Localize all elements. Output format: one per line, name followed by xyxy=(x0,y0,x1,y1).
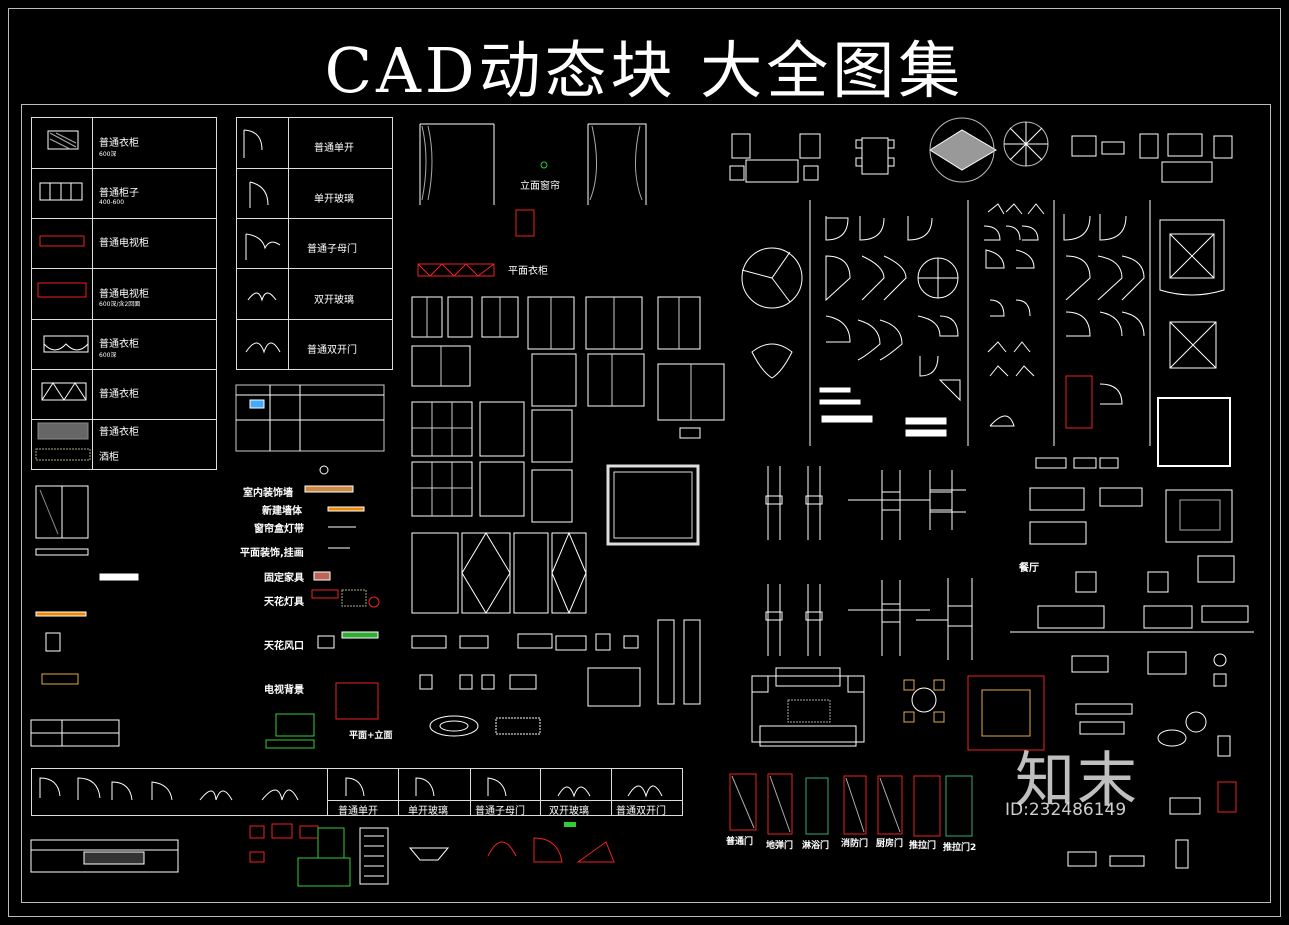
wardrobe-row-sub: 600深 xyxy=(99,352,117,359)
bottom-door-label: 普通双开门 xyxy=(616,806,666,817)
door-name: 淋浴门 xyxy=(802,841,830,851)
legend-label: 天花灯具 xyxy=(264,597,304,608)
door-row-label: 单开玻璃 xyxy=(314,194,354,205)
legend-label: 电视背景 xyxy=(264,685,304,696)
watermark-id: ID:232486149 xyxy=(1005,800,1127,820)
drawing-area xyxy=(21,104,1271,903)
legend-label: 平面装饰,挂画 xyxy=(240,548,304,559)
bathroom-fixtures xyxy=(411,633,641,737)
furniture-top xyxy=(729,117,1233,183)
door-row-label: 普通单开 xyxy=(314,143,354,154)
wardrobe-row-label: 普通衣柜 xyxy=(99,389,139,400)
bottom-door-label: 双开玻璃 xyxy=(549,806,589,817)
bottom-door-label: 普通单开 xyxy=(338,806,378,817)
legend-label: 新建墙体 xyxy=(262,506,302,517)
bottom-door-swings xyxy=(39,777,663,863)
page-title: CAD动态块 大全图集 xyxy=(324,34,965,107)
legend-label: 天花风口 xyxy=(264,641,304,652)
wardrobe-row-sub: 400-600 xyxy=(99,199,125,206)
door-name: 地弹门 xyxy=(766,841,794,851)
door-name: 推拉门 xyxy=(909,841,937,851)
door-name: 普通门 xyxy=(726,837,754,847)
door-row-label: 双开玻璃 xyxy=(314,295,354,306)
wardrobe-row-label: 普通衣柜 xyxy=(99,138,139,149)
curtain-blocks xyxy=(417,123,647,277)
door-row-label: 普通子母门 xyxy=(307,244,357,255)
column-blocks xyxy=(765,466,973,660)
door-elevations xyxy=(729,773,973,837)
window-blocks xyxy=(411,296,725,705)
dining-sets xyxy=(1010,487,1254,869)
wardrobe-plan-label: 平面衣柜 xyxy=(508,266,548,277)
door-name: 厨房门 xyxy=(876,839,904,849)
left-lower-blocks xyxy=(30,485,179,873)
wardrobe-row-label: 普通衣柜 xyxy=(99,427,139,438)
wardrobe-row-label: 普通电视柜 xyxy=(99,238,149,249)
bottom-fixtures xyxy=(249,822,576,887)
wardrobe-row-label: 普通衣柜 xyxy=(99,339,139,350)
bottom-door-label: 普通子母门 xyxy=(475,806,525,817)
wardrobe-row-sub: 酒柜 xyxy=(99,452,119,463)
wardrobe-row-sub: 600深/含2回面 xyxy=(99,301,141,308)
door-row-label: 普通双开门 xyxy=(307,345,357,356)
drawing-frame xyxy=(8,8,1281,917)
legend-label: 固定家具 xyxy=(264,573,304,584)
legend-label: 窗帘盒灯带 xyxy=(254,524,304,535)
bedroom-label: 平面+立面 xyxy=(349,731,393,741)
wardrobe-row-label: 普通柜子 xyxy=(99,188,139,199)
dining-label: 餐厅 xyxy=(1019,563,1039,574)
wardrobe-row-sub: 600深 xyxy=(99,151,117,158)
wardrobe-icons xyxy=(35,130,91,461)
sofa-set xyxy=(751,667,1045,751)
wardrobe-row-label: 普通电视柜 xyxy=(99,289,149,300)
legend-label: 室内装饰墙 xyxy=(243,488,293,499)
door-swings xyxy=(741,200,1231,469)
bottom-door-label: 单开玻璃 xyxy=(408,806,448,817)
door-name: 消防门 xyxy=(841,839,869,849)
door-icons xyxy=(243,129,281,354)
curtain-label: 立面窗帘 xyxy=(520,181,560,192)
watermark-brand: 知末 xyxy=(1015,746,1139,816)
door-name: 推拉门2 xyxy=(943,843,977,853)
